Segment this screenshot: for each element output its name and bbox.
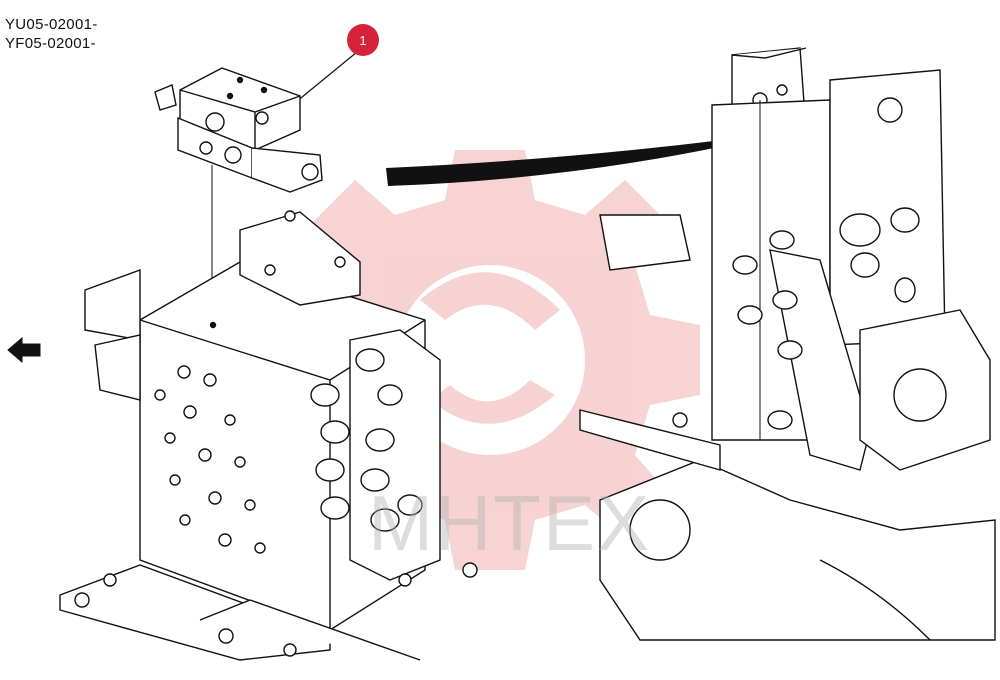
serial-number-list: YU05-02001- YF05-02001- bbox=[5, 15, 98, 53]
pointer-swoosh bbox=[386, 140, 724, 186]
solenoid-valve-detail bbox=[154, 67, 323, 328]
arrow-left-icon bbox=[7, 336, 41, 364]
serial-number-1: YU05-02001- bbox=[5, 16, 98, 33]
installed-view bbox=[579, 47, 996, 641]
watermark-text: МНТЕХ bbox=[368, 479, 651, 567]
serial-number-2: YF05-02001- bbox=[5, 35, 96, 52]
callout-leader bbox=[295, 51, 358, 103]
control-valve-assembly bbox=[59, 210, 478, 661]
callout-badge-1[interactable]: 1 bbox=[347, 24, 379, 56]
